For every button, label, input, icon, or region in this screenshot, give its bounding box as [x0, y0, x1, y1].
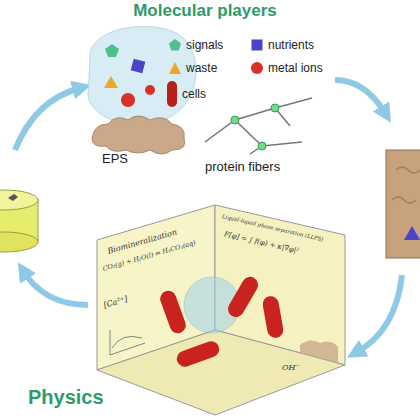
nutrient-shape — [131, 59, 146, 74]
cycle-arrow — [335, 80, 385, 113]
legend-swatch — [168, 61, 182, 75]
crosslink-node — [258, 142, 266, 150]
cell — [225, 274, 261, 320]
colony — [8, 194, 18, 201]
signal-shape — [105, 44, 119, 57]
box-floor — [97, 330, 345, 415]
legend-label: metal ions — [268, 61, 323, 75]
legend-label: cells — [182, 87, 206, 101]
legend-symbol — [169, 62, 181, 74]
legend-swatch — [250, 38, 264, 52]
equation: OH⁻ — [282, 364, 300, 373]
cycle-arrow — [24, 272, 88, 305]
legend-label: signals — [186, 38, 223, 52]
legend-label: waste — [186, 61, 217, 75]
eps-chunk — [300, 340, 338, 363]
biofilm-texture — [392, 167, 420, 203]
crosslink-node — [231, 116, 239, 124]
petri-dish-top — [0, 190, 38, 210]
legend-item: metal ions — [250, 61, 323, 75]
legend-item: waste — [168, 61, 217, 75]
legend-swatch — [250, 61, 264, 75]
part-label: protein fibers — [205, 160, 280, 174]
legend-item: signals — [168, 38, 223, 52]
legend-symbol — [169, 39, 181, 51]
biofilm-block — [386, 150, 420, 258]
molecule-bubble — [88, 26, 196, 124]
cycle-arrow — [357, 275, 402, 352]
waste-shape — [104, 76, 118, 88]
cell — [175, 339, 222, 369]
nutrient-shape — [404, 226, 420, 240]
cycle-arrow — [15, 88, 80, 150]
legend-item: nutrients — [250, 38, 314, 52]
eps-blob — [92, 116, 185, 154]
legend-label: nutrients — [268, 38, 314, 52]
petri-dish-base — [0, 232, 38, 252]
legend-symbol — [251, 62, 263, 74]
part-label: EPS — [102, 152, 128, 166]
metal-ion-shape — [145, 85, 155, 95]
panel-title: Molecular players — [0, 2, 410, 21]
legend-swatch — [166, 80, 178, 108]
panel-title: Physics — [28, 386, 104, 408]
crosslink-node — [271, 104, 279, 112]
metal-ion-shape — [121, 93, 135, 107]
legend-symbol — [252, 40, 263, 51]
protein-fiber — [205, 98, 312, 154]
legend-swatch — [168, 38, 182, 52]
sketch-plot — [110, 330, 145, 355]
legend-symbol — [167, 81, 177, 107]
cell — [261, 295, 284, 339]
legend-item: cells — [166, 80, 206, 108]
cell — [158, 289, 188, 336]
